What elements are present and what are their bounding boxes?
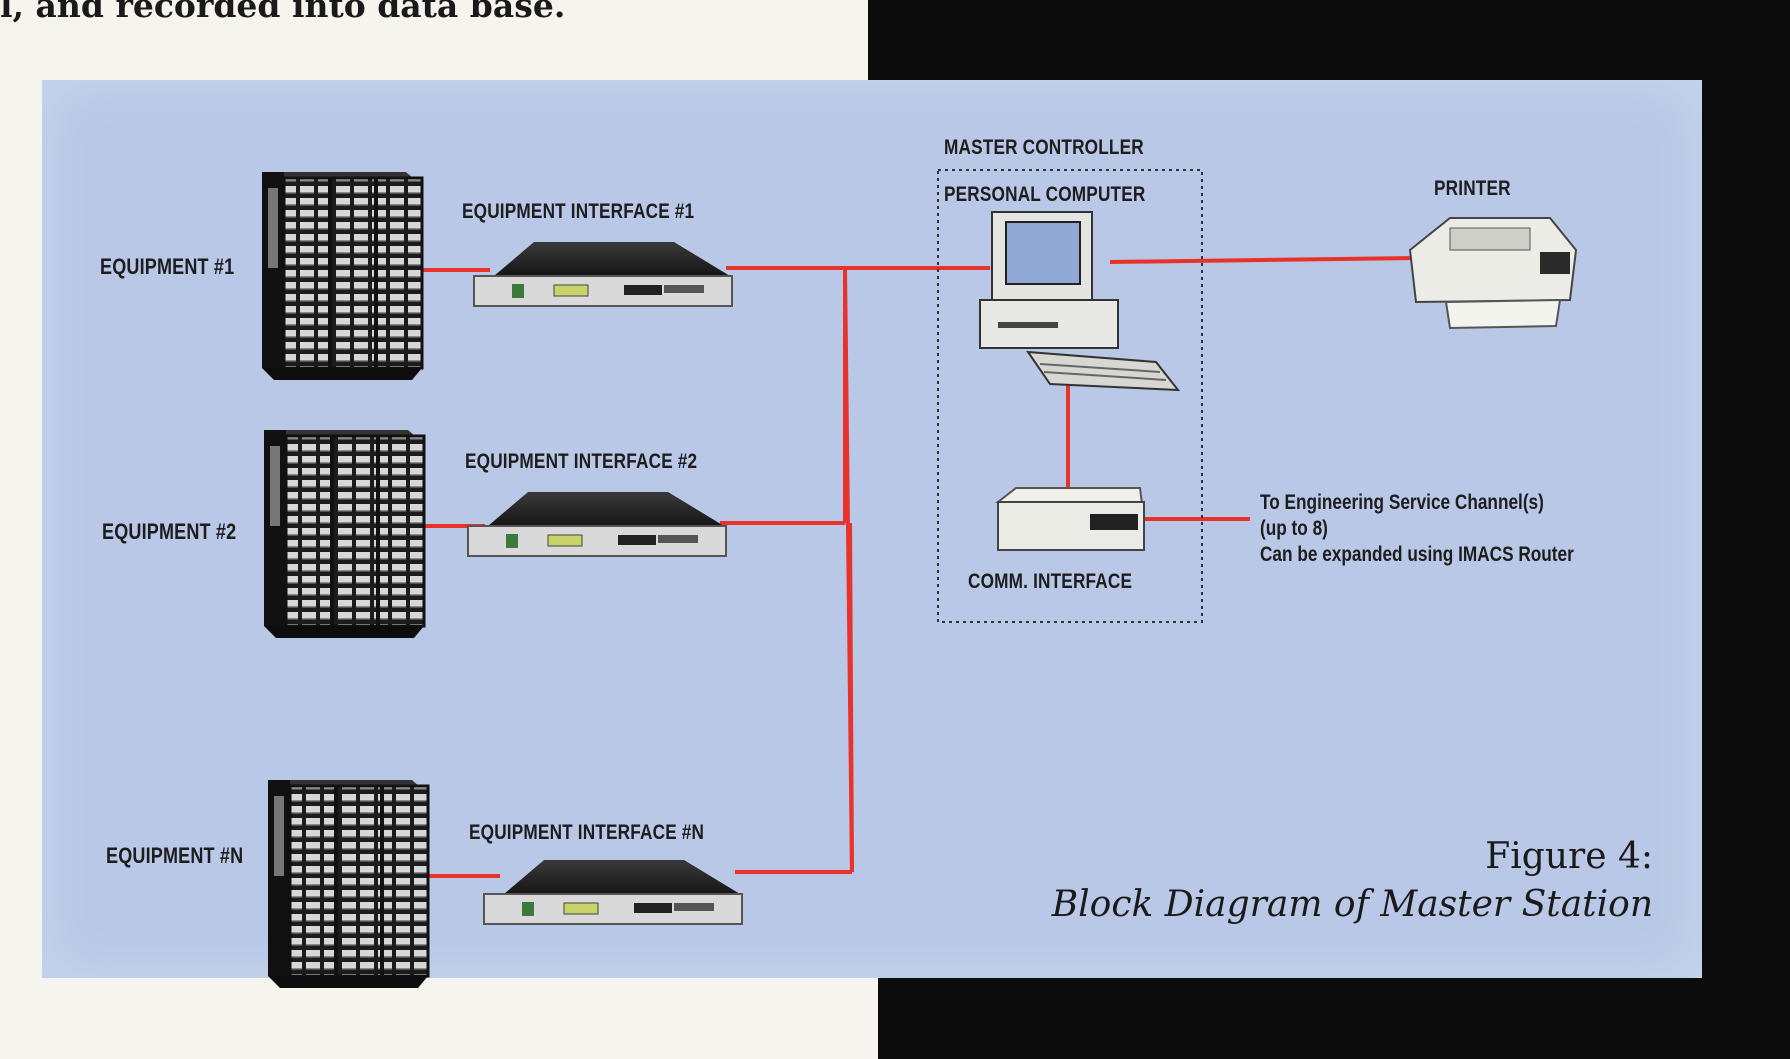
figure-number: Figure 4: (1485, 836, 1653, 877)
label-printer: PRINTER (1434, 177, 1511, 200)
interface-unit-icon (467, 492, 727, 557)
label-interface-n: EQUIPMENT INTERFACE #N (469, 821, 705, 844)
interface-unit-icon (483, 860, 743, 925)
personal-computer-icon (979, 211, 1181, 392)
equipment-rack-icon (264, 430, 426, 638)
printer-icon (1408, 217, 1578, 330)
black-band-bottom (878, 968, 1790, 1059)
figure-caption: Block Diagram of Master Station (1051, 884, 1653, 925)
equipment-rack-icon (262, 172, 424, 380)
label-personal-computer: PERSONAL COMPUTER (944, 183, 1146, 206)
connector-lines (420, 256, 1416, 878)
intro-text: l, and recorded into data base. (0, 0, 566, 25)
label-equipment-2: EQUIPMENT #2 (102, 519, 237, 544)
esc-note-line-2: (up to 8) (1260, 517, 1328, 540)
equipment-rack-icon (268, 780, 430, 988)
label-equipment-1: EQUIPMENT #1 (100, 254, 235, 279)
label-master-controller: MASTER CONTROLLER (944, 136, 1144, 159)
label-comm-interface: COMM. INTERFACE (968, 570, 1133, 593)
label-interface-1: EQUIPMENT INTERFACE #1 (462, 200, 695, 223)
label-equipment-n: EQUIPMENT #N (106, 843, 244, 868)
comm-interface-icon (995, 487, 1145, 551)
master-controller-boundary (937, 169, 1203, 623)
black-band-top (868, 0, 1790, 80)
label-interface-2: EQUIPMENT INTERFACE #2 (465, 450, 698, 473)
interface-unit-icon (473, 242, 733, 307)
black-band-right (1700, 0, 1790, 1059)
esc-note-line-3: Can be expanded using IMACS Router (1260, 543, 1574, 566)
esc-note: To Engineering Service Channel(s) (up to… (1260, 490, 1574, 568)
esc-note-line-1: To Engineering Service Channel(s) (1260, 491, 1544, 514)
